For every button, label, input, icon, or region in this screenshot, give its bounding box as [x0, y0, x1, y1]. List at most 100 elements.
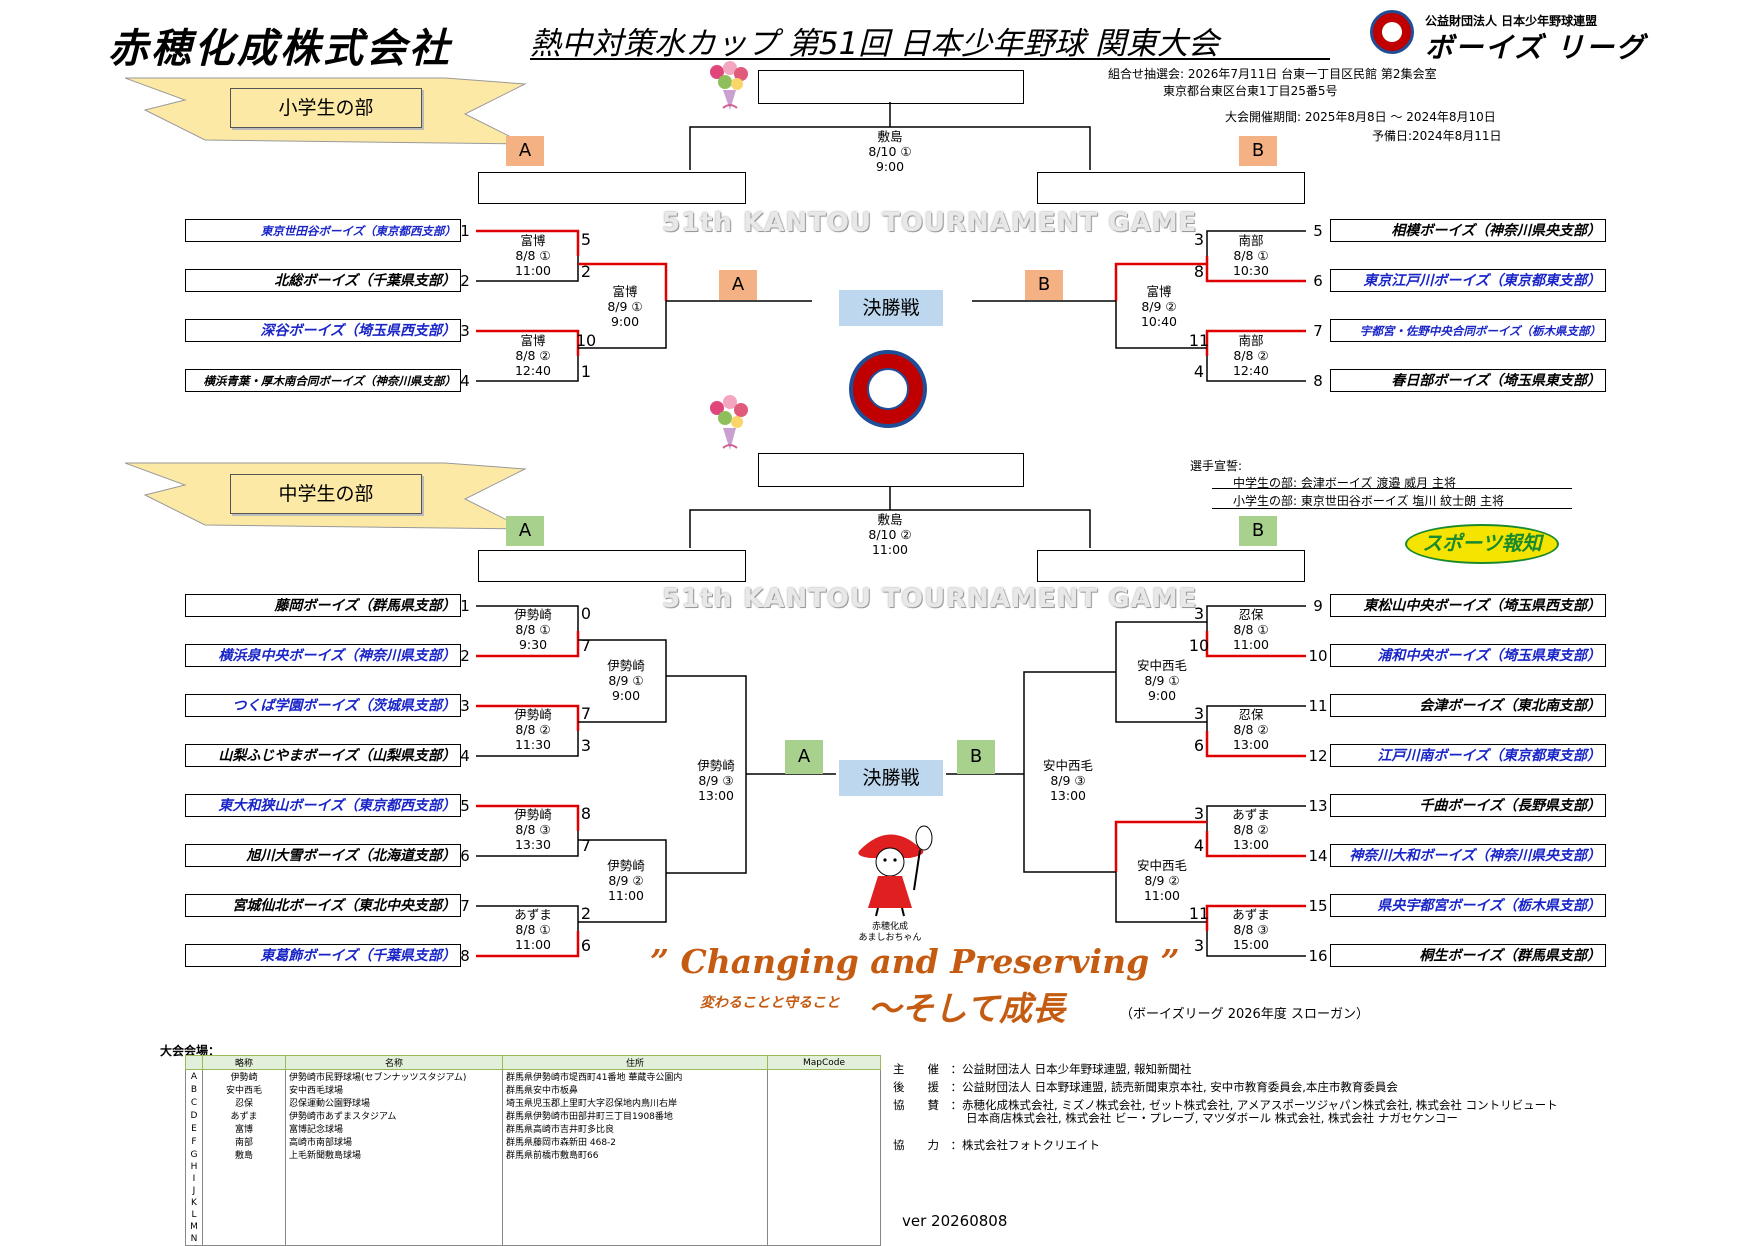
junior-banner: 中学生の部 — [230, 474, 422, 514]
venues-header: 略称 — [202, 1055, 286, 1070]
venue-cell — [285, 1233, 503, 1246]
venue-cell: I — [185, 1173, 203, 1185]
venue-cell — [502, 1173, 768, 1185]
team-name: 県央宇都宮ボーイズ（栃木県支部） — [1330, 894, 1606, 917]
team-name: 相模ボーイズ（神奈川県央支部） — [1330, 219, 1606, 242]
venues-header: MapCode — [767, 1055, 881, 1070]
seed-number: 7 — [460, 897, 470, 915]
seed-number: 2 — [460, 272, 470, 290]
credit-sponsor-2: 日本商店株式会社, 株式会社 ビー・プレーブ, マツダボール 株式会社, 株式会… — [966, 1111, 1458, 1125]
slogan-note: （ボーイズリーグ 2026年度 スローガン） — [1120, 1007, 1369, 1022]
team-name: 横浜泉中央ボーイズ（神奈川県支部） — [185, 644, 461, 667]
venue-cell — [767, 1221, 881, 1233]
venue-cell: 安中西毛 — [202, 1083, 286, 1096]
score: 7 — [580, 704, 592, 723]
team-name: 藤岡ボーイズ（群馬県支部） — [185, 594, 461, 617]
company-name: 赤穂化成株式会社 — [108, 26, 452, 72]
team-name: 春日部ボーイズ（埼玉県東支部） — [1330, 369, 1606, 392]
reserve-day: 予備日:2024年8月11日 — [1372, 129, 1502, 143]
seed-number: 7 — [1313, 322, 1323, 340]
score: 6 — [580, 936, 592, 955]
oath-title: 選手宣誓: — [1190, 459, 1243, 473]
draw-info: 組合せ抽選会: 2026年7月11日 台東一丁目区民館 第2集会室 — [1108, 67, 1437, 81]
mascot-icon — [858, 825, 933, 917]
venue-cell — [767, 1083, 881, 1096]
score: 2 — [580, 262, 592, 281]
team-name: 深谷ボーイズ（埼玉県西支部） — [185, 319, 461, 342]
score: 3 — [1193, 604, 1205, 623]
venue-cell: 富博 — [202, 1122, 286, 1135]
elementary-banner: 小学生の部 — [230, 88, 422, 128]
bouquet-icon — [710, 61, 748, 110]
score: 8 — [1193, 262, 1205, 281]
team-name: 神奈川大和ボーイズ（神奈川県央支部） — [1330, 844, 1606, 867]
score: 7 — [580, 836, 592, 855]
bouquet-icon — [710, 395, 748, 450]
seed-number: 1 — [460, 222, 470, 240]
seed-number: 8 — [1313, 372, 1323, 390]
team-name: 東大和狭山ボーイズ（東京都西支部） — [185, 794, 461, 817]
venue-cell — [767, 1148, 881, 1161]
tournament-title: 熱中対策水カップ 第51回 日本少年野球 関東大会 — [530, 26, 1220, 62]
seed-number: 6 — [1313, 272, 1323, 290]
score: 10 — [575, 331, 597, 350]
venue-cell — [502, 1161, 768, 1173]
venue-cell — [767, 1161, 881, 1173]
watermark-text: 51th KANTOU TOURNAMENT GAME — [662, 208, 1198, 238]
venue-row: N — [185, 1233, 881, 1246]
team-name: 会津ボーイズ（東北南支部） — [1330, 694, 1606, 717]
score: 11 — [1188, 904, 1210, 923]
venue-cell: 群馬県安中市板鼻 — [502, 1083, 768, 1096]
venue-cell: 安中西毛球場 — [285, 1083, 503, 1096]
oath-divider — [1212, 508, 1572, 509]
venue-cell: 敷島 — [202, 1148, 286, 1161]
venue-cell — [202, 1233, 286, 1246]
venue-cell: 南部 — [202, 1135, 286, 1148]
team-name: 東京江戸川ボーイズ（東京都東支部） — [1330, 269, 1606, 292]
seed-number: 5 — [460, 797, 470, 815]
venue-cell: M — [185, 1221, 203, 1233]
elementary-final-tag-b: B — [1239, 136, 1277, 166]
venue-cell: D — [185, 1109, 203, 1122]
elementary-final-tag-a: A — [506, 136, 544, 166]
seed-number: 9 — [1313, 597, 1323, 615]
elementary-final-venue: 敷島 8/10 ① 9:00 — [868, 129, 912, 174]
score: 4 — [1193, 836, 1205, 855]
title-underline — [530, 58, 1330, 60]
credit-cooperation: 協 力 ：株式会社フォトクリエイト — [893, 1138, 1100, 1152]
venue-cell — [767, 1122, 881, 1135]
seed-number: 5 — [1313, 222, 1323, 240]
venue-cell — [502, 1185, 768, 1197]
venue-cell: K — [185, 1197, 203, 1209]
team-name: 旭川大雪ボーイズ（北海道支部） — [185, 844, 461, 867]
venue-cell: 埼玉県児玉郡上里町大字忍保地内鳥川右岸 — [502, 1096, 768, 1109]
venue-cell — [285, 1161, 503, 1173]
slogan-japanese-small: 変わることと守ること — [700, 995, 840, 1011]
score: 3 — [1193, 936, 1205, 955]
sports-hochi-logo: スポーツ報知 — [1405, 524, 1559, 564]
venue-cell: 群馬県藤岡市森新田 468-2 — [502, 1135, 768, 1148]
venue-row: K — [185, 1197, 881, 1209]
score: 5 — [580, 230, 592, 249]
venue-cell — [285, 1221, 503, 1233]
venue-cell — [502, 1209, 768, 1221]
venue-cell — [285, 1173, 503, 1185]
seed-number: 12 — [1308, 747, 1328, 765]
venue-cell: C — [185, 1096, 203, 1109]
seed-number: 16 — [1308, 947, 1328, 965]
seed-number: 3 — [460, 697, 470, 715]
